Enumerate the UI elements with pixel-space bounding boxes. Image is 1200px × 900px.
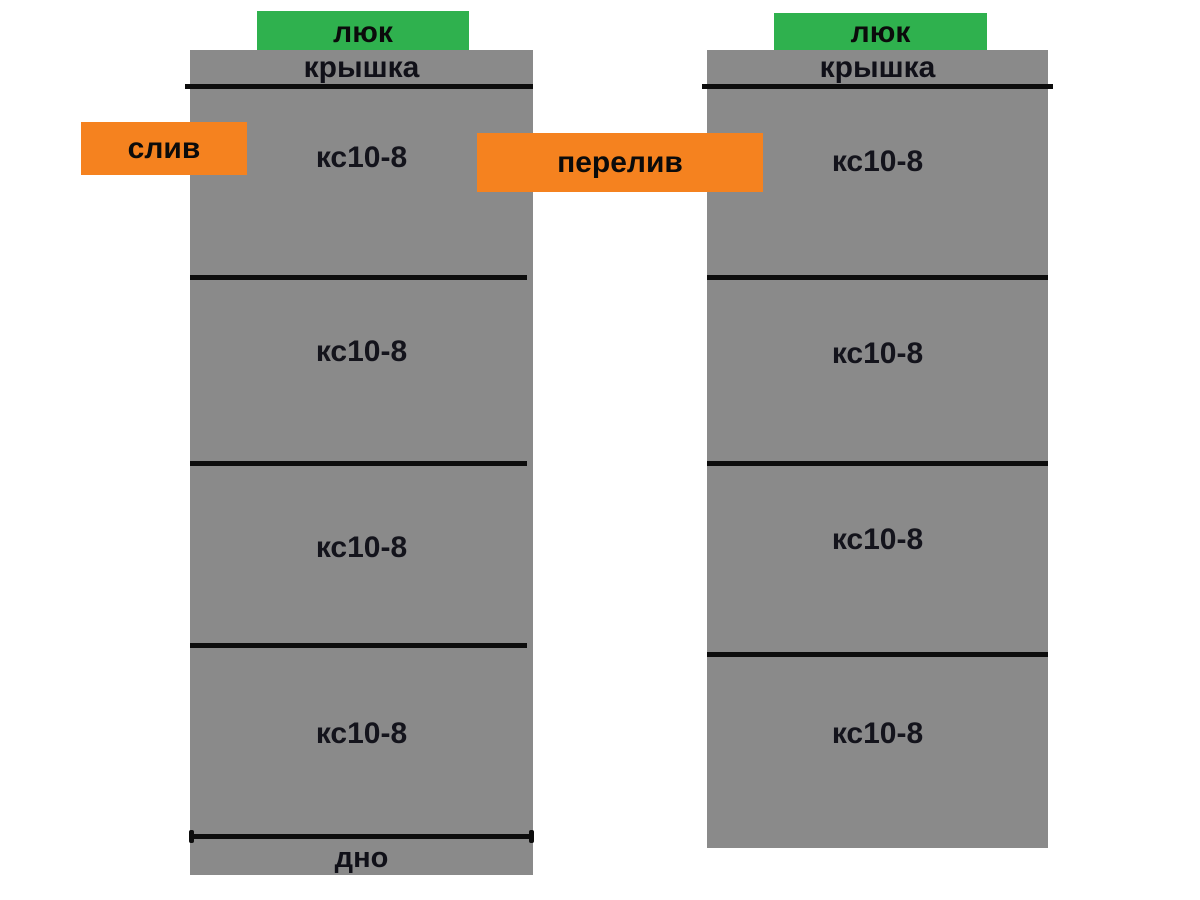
lid-divider-line-right: [702, 84, 1053, 89]
overflow-pipe-label: перелив: [477, 133, 763, 192]
ring-label-right-4: кс10-8: [831, 717, 924, 750]
well-right: крышка кс10-8 кс10-8 кс10-8 кс10-8: [702, 50, 1053, 848]
ring-divider-line-left-1: [190, 275, 527, 280]
bottom-label: дно: [334, 842, 389, 874]
ring-label-right-1: кс10-8: [831, 145, 924, 178]
manhole-hatch-right: люк: [774, 13, 987, 52]
ring-label-left-4: кс10-8: [315, 717, 408, 750]
lid-label-right: крышка: [819, 51, 936, 84]
bottom-dimension-line: [189, 830, 534, 843]
manhole-hatch-left: люк: [257, 11, 469, 52]
drain-pipe-label: слив: [81, 122, 247, 175]
ring-label-right-3: кс10-8: [831, 523, 924, 556]
lid-label-left: крышка: [303, 51, 420, 84]
ring-divider-line-left-3: [190, 643, 527, 648]
well-left: крышка кс10-8 кс10-8 кс10-8 кс10-8 дно: [185, 50, 534, 875]
ring-label-right-2: кс10-8: [831, 337, 924, 370]
ring-divider-line-right-3: [707, 652, 1048, 657]
lid-divider-line-left: [185, 84, 533, 89]
ring-divider-line-right-1: [707, 275, 1048, 280]
ring-label-left-3: кс10-8: [315, 531, 408, 564]
ring-label-left-2: кс10-8: [315, 335, 408, 368]
ring-label-left-1: кс10-8: [315, 141, 408, 174]
ring-divider-line-right-2: [707, 461, 1048, 466]
ring-divider-line-left-2: [190, 461, 527, 466]
